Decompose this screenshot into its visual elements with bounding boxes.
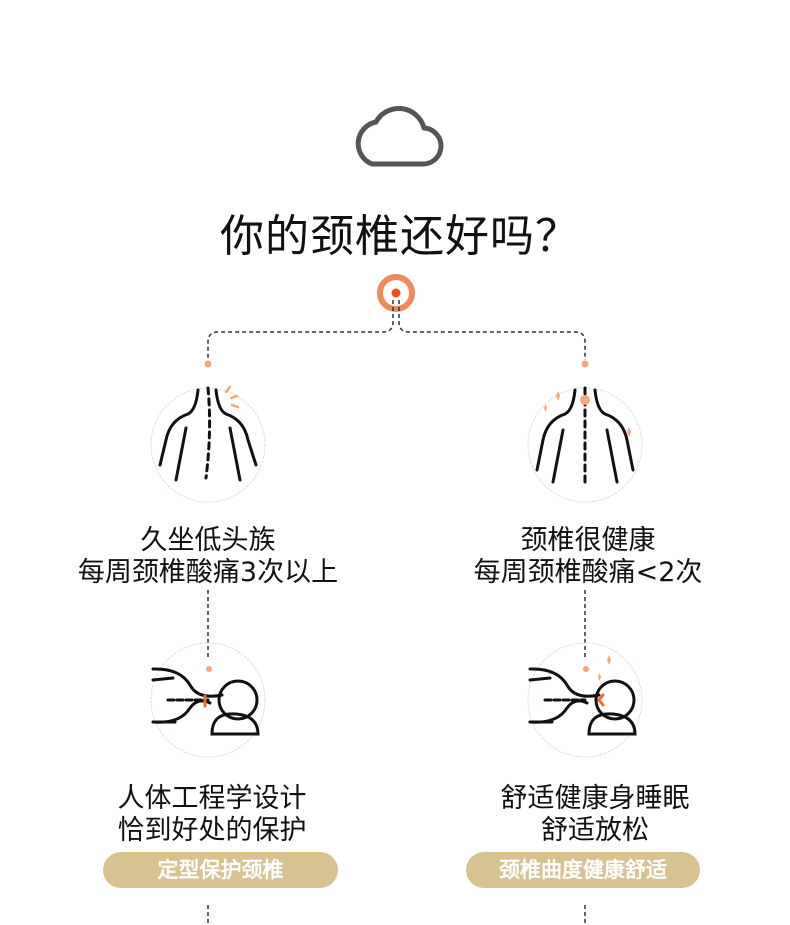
cloud-icon xyxy=(355,105,444,167)
pillow-support-icon xyxy=(150,642,266,758)
right-benefit-line-1: 舒适健康身睡眠 xyxy=(500,783,690,814)
sore-back-icon xyxy=(150,385,266,503)
left-status-line-1: 久坐低头族 xyxy=(140,525,276,556)
left-status-line-2: 每周颈椎酸痛3次以上 xyxy=(77,557,339,588)
left-status-text: 久坐低头族 每周颈椎酸痛3次以上 xyxy=(38,525,378,589)
page-title: 你的颈椎还好吗？ xyxy=(220,211,580,262)
left-benefit-line-2: 恰到好处的保护 xyxy=(117,815,307,846)
healthy-back-icon xyxy=(527,386,643,503)
left-benefit-line-1: 人体工程学设计 xyxy=(117,783,307,814)
right-benefit-line-2: 舒适放松 xyxy=(541,815,649,846)
left-benefit-text: 人体工程学设计 恰到好处的保护 xyxy=(42,783,382,847)
target-icon xyxy=(377,274,415,312)
right-benefit-text: 舒适健康身睡眠 舒适放松 xyxy=(425,783,765,847)
right-status-line-2: 每周颈椎酸痛<2次 xyxy=(473,557,703,588)
right-tag-pill: 颈椎曲度健康舒适 xyxy=(466,852,700,888)
right-status-text: 颈椎很健康 每周颈椎酸痛<2次 xyxy=(418,525,758,589)
right-status-line-1: 颈椎很健康 xyxy=(520,525,656,556)
relaxed-sleep-icon xyxy=(527,642,643,758)
left-tag-pill: 定型保护颈椎 xyxy=(103,852,338,888)
connector-lines xyxy=(207,300,586,925)
